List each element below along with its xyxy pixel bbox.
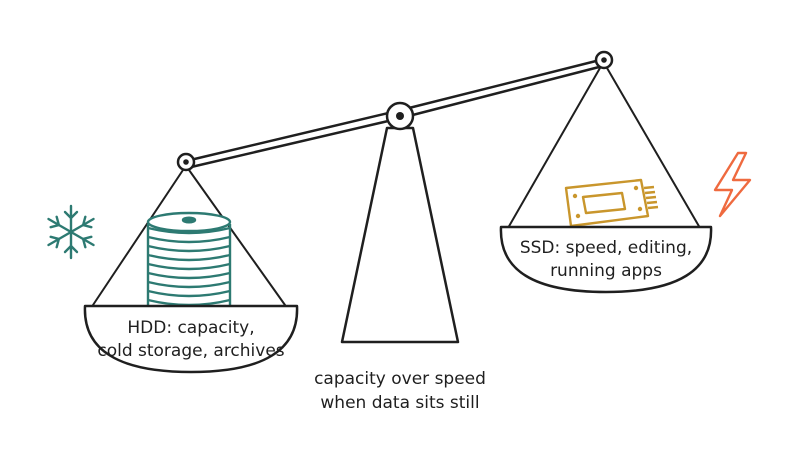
caption-line1: capacity over speed bbox=[314, 369, 486, 389]
disk-platter-stack-icon bbox=[146, 211, 232, 310]
right-pan bbox=[499, 225, 713, 294]
lightning-bolt-icon bbox=[713, 151, 752, 218]
snowflake-icon bbox=[47, 204, 95, 260]
scale-post bbox=[340, 126, 460, 344]
left-pan bbox=[83, 304, 299, 374]
left-pan-label-line2: cold storage, archives bbox=[97, 341, 284, 361]
left-pan-label-line1: HDD: capacity, bbox=[127, 318, 254, 338]
left-pan-strings bbox=[92, 169, 286, 306]
right-pan-label-line2: running apps bbox=[550, 261, 662, 281]
right-pan-strings bbox=[507, 67, 701, 229]
left-pivot bbox=[176, 152, 196, 172]
caption-line2: when data sits still bbox=[320, 393, 479, 413]
right-pan-label-line1: SSD: speed, editing, bbox=[520, 238, 692, 258]
right-pivot bbox=[594, 50, 614, 70]
ssd-card-icon bbox=[564, 178, 659, 228]
center-pivot bbox=[385, 101, 415, 131]
